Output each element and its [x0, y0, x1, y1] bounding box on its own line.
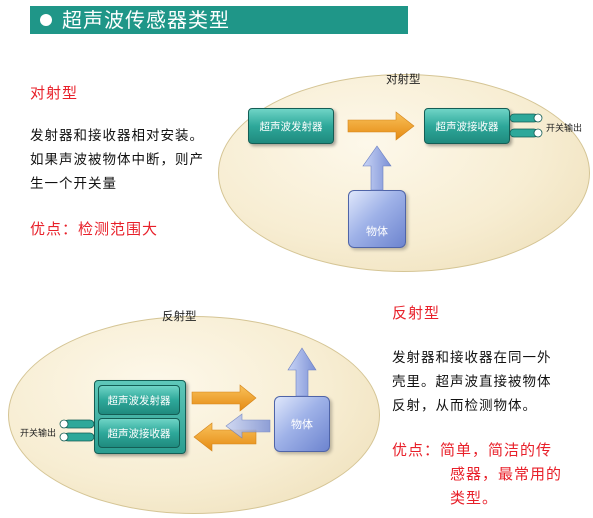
through-beam-object: 物体	[348, 190, 406, 248]
reflective-description: 发射器和接收器在同一外 壳里。超声波直接被物体 反射，从而检测物体。	[392, 346, 552, 418]
through-beam-heading: 对射型	[30, 84, 79, 102]
reflective-receiver-label: 超声波接收器	[107, 427, 171, 440]
reflective-emitter: 超声波发射器	[98, 385, 180, 415]
through-beam-advantage: 优点：检测范围大	[30, 220, 159, 238]
through-beam-emitter: 超声波发射器	[248, 108, 334, 144]
through-beam-emitter-label: 超声波发射器	[259, 120, 323, 133]
reflective-receiver: 超声波接收器	[98, 418, 180, 448]
through-beam-description-line: 发射器和接收器相对安装。	[30, 128, 204, 144]
reflective-output-label: 开关输出	[20, 429, 57, 439]
reflective-object-label: 物体	[291, 418, 313, 431]
reflective-advantage-line: 优点：简单，简洁的传	[392, 441, 553, 459]
reflective-object: 物体	[274, 396, 330, 452]
reflective-heading: 反射型	[392, 304, 441, 322]
reflective-diagram-caption: 反射型	[162, 309, 197, 323]
through-beam-receiver: 超声波接收器	[424, 108, 510, 144]
page-title: 超声波传感器类型	[62, 8, 230, 32]
title-bar: 超声波传感器类型	[30, 6, 408, 34]
through-beam-description-line: 如果声波被物体中断，则产	[30, 152, 204, 168]
reflective-description-line: 反射，从而检测物体。	[392, 398, 537, 414]
through-beam-description: 发射器和接收器相对安装。 如果声波被物体中断，则产 生一个开关量	[30, 124, 204, 196]
reflective-emitter-label: 超声波发射器	[107, 394, 171, 407]
reflective-sensor-housing: 超声波发射器 超声波接收器	[94, 380, 186, 454]
through-beam-diagram-caption: 对射型	[386, 72, 421, 86]
reflective-advantage-line: 感器，最常用的	[450, 465, 563, 483]
through-beam-description-line: 生一个开关量	[30, 176, 117, 192]
through-beam-receiver-label: 超声波接收器	[435, 120, 499, 133]
reflective-description-line: 壳里。超声波直接被物体	[392, 374, 552, 390]
bullet-icon	[40, 14, 52, 26]
reflective-description-line: 发射器和接收器在同一外	[392, 350, 552, 366]
reflective-advantage: 优点：简单，简洁的传 感器，最常用的 类型。	[392, 438, 562, 510]
through-beam-output-label: 开关输出	[546, 124, 583, 134]
reflective-advantage-line: 类型。	[450, 489, 499, 507]
through-beam-object-label: 物体	[366, 225, 388, 238]
